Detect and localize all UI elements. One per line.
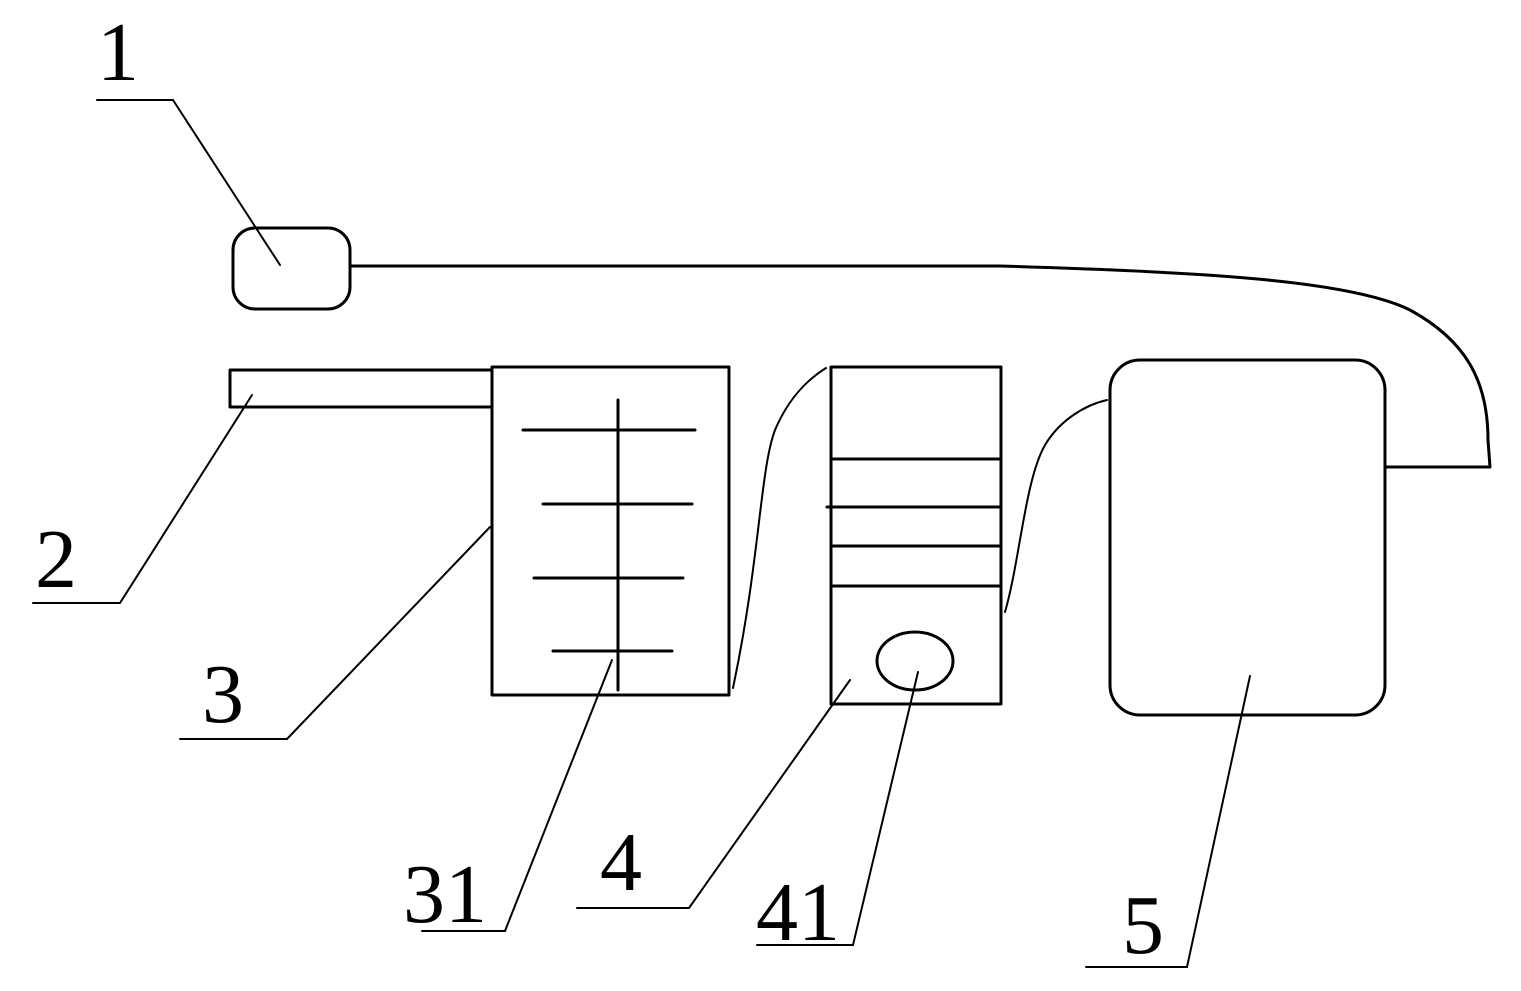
component-5-box [1108, 358, 1387, 717]
label-4: 4 [600, 816, 642, 909]
wire-3-to-4 [732, 367, 827, 689]
component-2-bar [228, 368, 494, 409]
leader-lines [32, 99, 1251, 968]
label-41: 41 [756, 866, 840, 959]
component-4-dividers [825, 457, 1003, 588]
component-4-unit [829, 365, 1003, 706]
component-41-indicator [875, 630, 955, 692]
component-31-electrode [521, 398, 697, 692]
wire-4-to-5 [1004, 399, 1108, 613]
component-1-box [231, 226, 352, 311]
label-2: 2 [35, 513, 77, 606]
label-3: 3 [202, 648, 244, 741]
label-1: 1 [97, 6, 139, 99]
label-5: 5 [1122, 879, 1164, 972]
component-3-housing [490, 365, 731, 697]
label-31: 31 [403, 848, 487, 941]
cable-1-to-5 [348, 264, 1492, 469]
